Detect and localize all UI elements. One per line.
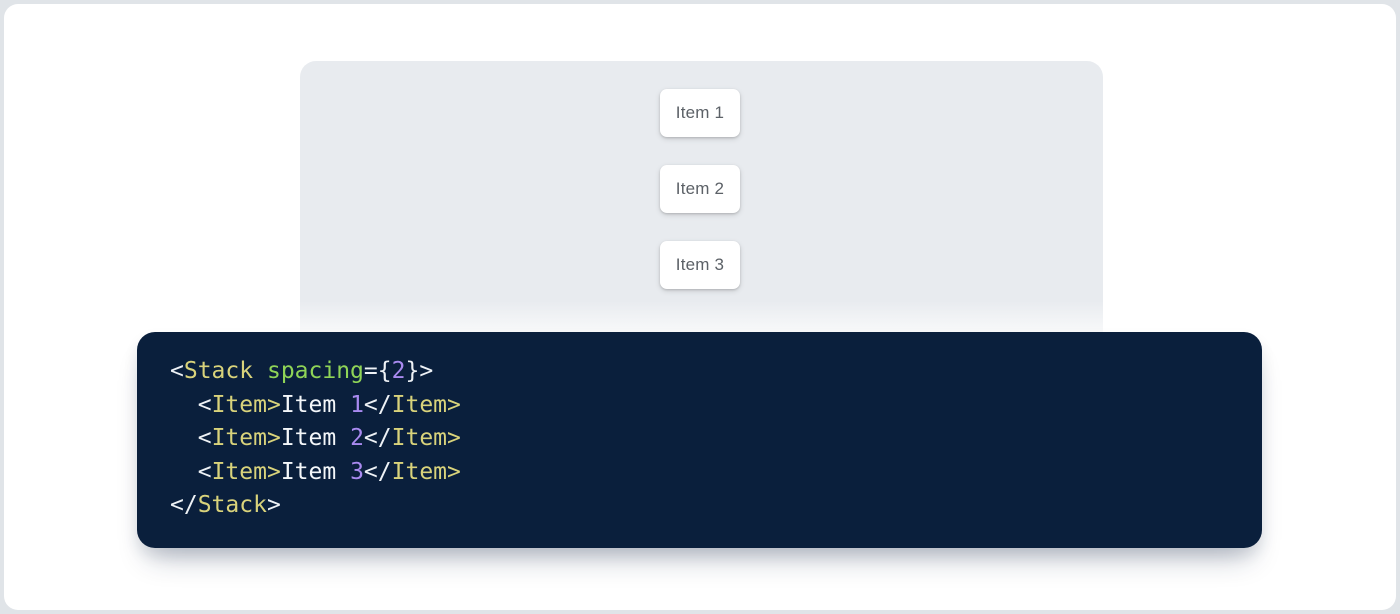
code-token-punctuation: ={ <box>363 358 392 384</box>
code-token-tag: Item <box>211 458 267 485</box>
code-line: <Item>Item 3</Item> <box>170 456 1262 490</box>
code-token-attr_name: spacing <box>266 358 364 384</box>
code-token-number: 2 <box>391 358 406 384</box>
code-token-tag: Stack <box>197 492 267 518</box>
code-token-punctuation: }> <box>405 358 434 384</box>
code-token-tag: > <box>447 425 461 451</box>
code-token-punctuation: < <box>170 358 184 384</box>
code-token-punctuation: </ <box>363 391 392 418</box>
code-token-tag: > <box>266 458 281 485</box>
code-token-tag: Item <box>391 458 448 485</box>
stack-item-card-2: Item 2 <box>660 165 740 213</box>
code-token-text <box>253 358 267 384</box>
code-token-number: 2 <box>350 425 364 451</box>
code-line: </Stack> <box>170 489 1262 523</box>
code-token-punctuation: < <box>197 458 212 485</box>
code-token-punctuation: </ <box>363 458 392 485</box>
code-token-punctuation: < <box>197 391 212 418</box>
code-token-text <box>170 392 198 418</box>
stack-item-card-1: Item 1 <box>660 89 740 137</box>
code-token-number: 3 <box>350 458 364 485</box>
code-token-tag: Stack <box>183 358 254 384</box>
code-token-punctuation: </ <box>363 425 392 451</box>
stack-item-label: Item 2 <box>675 179 725 198</box>
code-token-punctuation: > <box>266 492 281 518</box>
code-token-tag: > <box>447 391 461 418</box>
code-line: <Item>Item 1</Item> <box>170 389 1262 423</box>
code-token-tag: Item <box>391 391 448 418</box>
code-token-text <box>170 425 198 451</box>
code-token-tag: Item <box>391 425 448 451</box>
code-token-tag: > <box>266 425 281 451</box>
stack-item-card-3: Item 3 <box>660 241 740 289</box>
code-token-punctuation: < <box>197 425 212 451</box>
code-token-punctuation: </ <box>170 492 198 518</box>
stack-item-label: Item 1 <box>675 103 725 122</box>
code-block: <Stack spacing={2}> <Item>Item 1</Item> … <box>137 332 1262 548</box>
code-token-tag: Item <box>211 391 267 418</box>
code-token-text <box>170 459 198 485</box>
code-content: <Stack spacing={2}> <Item>Item 1</Item> … <box>137 332 1262 523</box>
code-token-text: Item <box>280 391 351 418</box>
code-token-text: Item <box>280 458 351 485</box>
stack-item-label: Item 3 <box>675 255 725 274</box>
code-line: <Item>Item 2</Item> <box>170 422 1262 456</box>
code-token-number: 1 <box>350 391 364 418</box>
code-token-text: Item <box>280 425 351 451</box>
code-token-tag: > <box>266 391 281 418</box>
code-token-tag: > <box>447 458 461 485</box>
code-line: <Stack spacing={2}> <box>170 355 1262 389</box>
code-token-tag: Item <box>211 425 267 451</box>
